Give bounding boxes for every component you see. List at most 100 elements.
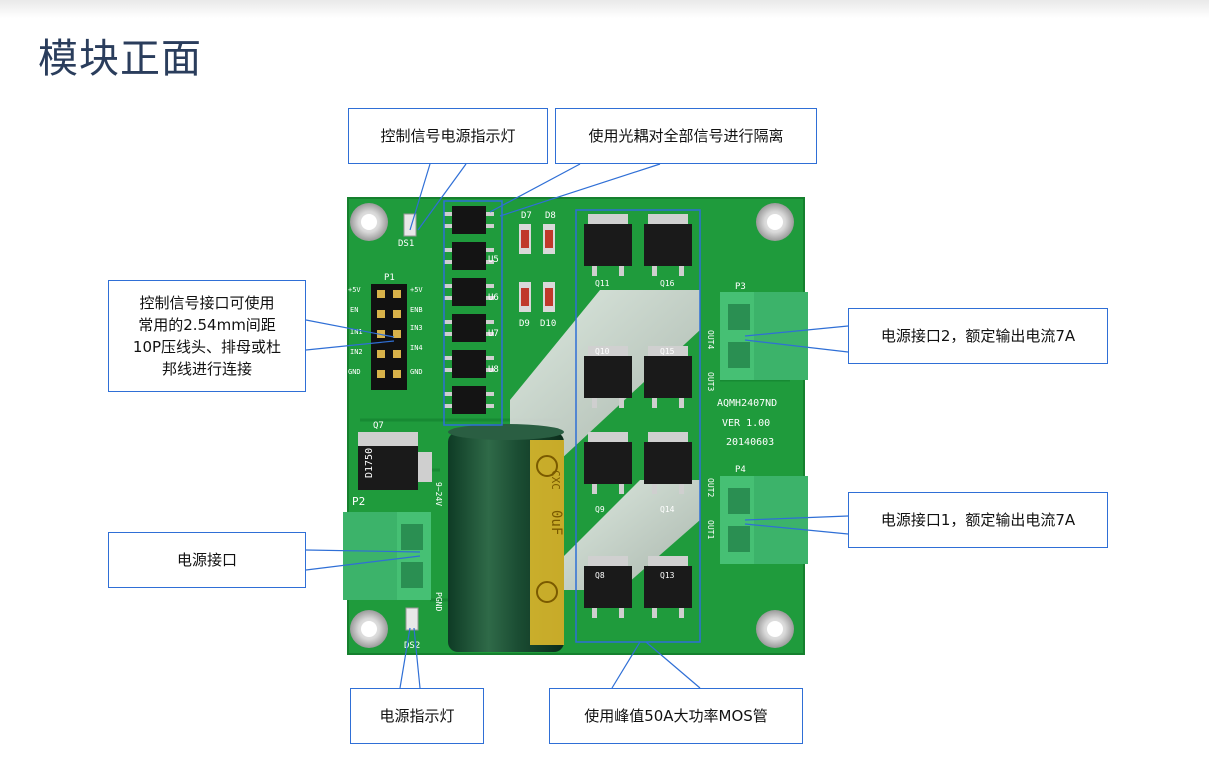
mosfet-chip [584,356,632,398]
header-pin [377,330,385,338]
optocoupler-chip [452,278,486,306]
silk-5v-r: +5V [410,286,423,294]
callout-optocoupler: 使用光耦对全部信号进行隔离 [555,108,817,164]
silk-q9: Q9 [595,505,605,514]
mosfet-chip [584,442,632,484]
header-pin [393,370,401,378]
led-ds2 [405,607,419,631]
silk-in4: IN4 [410,344,423,352]
silk-pgnd: PGND [434,592,443,611]
silk-in3: IN3 [410,324,423,332]
callout-power-led: 电源指示灯 [350,688,484,744]
silk-d7: D7 [521,211,532,221]
callout-power-interface-text: 电源接口 [176,551,237,569]
silk-d9: D9 [519,319,530,329]
terminal-p4 [720,476,808,564]
callout-power-signal-led: 控制信号电源指示灯 [348,108,548,164]
silk-p2: P2 [352,495,365,508]
silk-out1: OUT1 [706,520,715,539]
mosfet-chip [644,224,692,266]
callout-power-port1-text: 电源接口1，额定输出电流7A [880,511,1076,529]
silk-u5: U5 [488,255,499,265]
optocoupler-chip [452,314,486,342]
optocoupler-highlight [443,200,503,426]
silk-model: AQMH2407ND [717,398,777,409]
silk-cap-value: 0uF [548,510,564,535]
mosfet-chip [644,442,692,484]
callout-control-interface: 控制信号接口可使用 常用的2.54mm间距 10P压线头、排母或杜 邦线进行连接 [108,280,306,392]
silk-p1: P1 [384,273,395,283]
silk-in2: IN2 [350,348,363,356]
silk-q13: Q13 [660,571,675,580]
silk-d10: D10 [540,319,556,329]
top-shadow-bar [0,0,1209,18]
silk-d8: D8 [545,211,556,221]
silk-gnd-r: GND [410,368,423,376]
optocoupler-chip [452,242,486,270]
terminal-p2 [343,512,431,600]
electrolytic-capacitor [448,424,564,652]
header-pin [393,350,401,358]
silk-q16: Q16 [660,279,675,288]
terminal-p3 [720,292,808,380]
header-pin [377,310,385,318]
silk-q15: Q15 [660,347,675,356]
silk-u7: U7 [488,329,499,339]
silk-q10: Q10 [595,347,610,356]
callout-power-interface: 电源接口 [108,532,306,588]
mosfet-chip [584,224,632,266]
silk-out3: OUT3 [706,372,715,391]
mosfet-chip [644,566,692,608]
mount-hole [350,203,794,648]
header-pin [377,290,385,298]
silk-q14: Q14 [660,505,675,514]
silk-p3: P3 [735,282,746,292]
silk-reg: D1750 [364,448,375,478]
pin-header-p1 [371,284,407,390]
callout-mosfet-text: 使用峰值50A大功率MOS管 [584,707,768,725]
silk-enb: ENB [410,306,423,314]
mosfet-chip [644,356,692,398]
callout-power-port2-text: 电源接口2，额定输出电流7A [880,327,1076,345]
callout-power-led-text: 电源指示灯 [379,707,455,725]
silk-en: EN [350,306,358,314]
silk-u6: U6 [488,293,499,303]
silk-gnd-l: GND [348,368,361,376]
header-pin [393,330,401,338]
callout-power-signal-led-text: 控制信号电源指示灯 [380,127,516,145]
silk-q8: Q8 [595,571,605,580]
header-pin [393,290,401,298]
callout-control-line-3: 10P压线头、排母或杜 [132,338,282,356]
callout-power-port1: 电源接口1，额定输出电流7A [848,492,1108,548]
led-ds1 [403,213,417,237]
optocoupler-chip [452,206,486,234]
page-title: 模块正面 [38,36,202,82]
silk-ds1: DS1 [398,239,414,249]
header-pin [377,370,385,378]
callout-mosfet: 使用峰值50A大功率MOS管 [549,688,803,744]
silk-q7: Q7 [373,421,384,431]
silk-in1: IN1 [350,328,363,336]
diodes [519,224,555,312]
mosfet-chip [584,566,632,608]
callout-control-line-1: 控制信号接口可使用 [139,294,275,312]
silk-cap-brand: CXC [549,470,562,490]
silk-date: 20140603 [726,437,774,448]
silk-out2: OUT2 [706,478,715,497]
silk-ds2: DS2 [404,641,420,651]
silk-out4: OUT4 [706,330,715,349]
header-pin [377,350,385,358]
callout-control-line-2: 常用的2.54mm间距 [138,316,276,334]
optocoupler-chip [452,386,486,414]
silk-q11: Q11 [595,279,610,288]
callout-control-line-4: 邦线进行连接 [161,360,252,378]
silk-version: VER 1.00 [722,418,770,429]
silk-p4: P4 [735,465,746,475]
silk-5v-l: +5V [348,286,361,294]
header-pin [393,310,401,318]
regulator-q7 [358,432,432,490]
silk-vin: 9~24V [434,482,443,506]
callout-optocoupler-text: 使用光耦对全部信号进行隔离 [588,127,784,145]
optocoupler-chip [452,350,486,378]
callout-power-port2: 电源接口2，额定输出电流7A [848,308,1108,364]
